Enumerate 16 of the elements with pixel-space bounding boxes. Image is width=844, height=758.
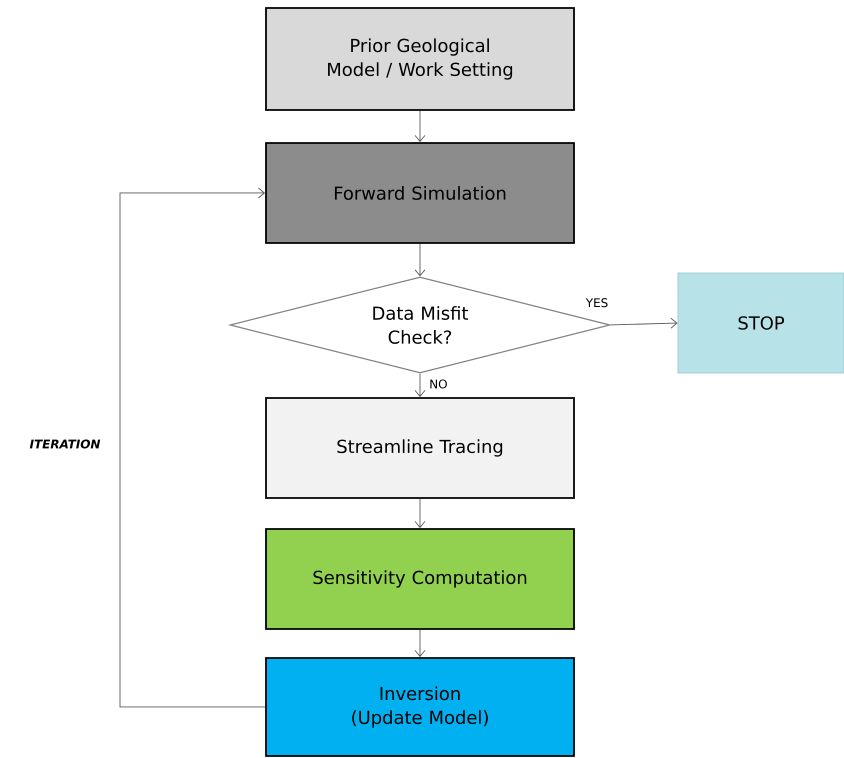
process-box: Streamline Tracing xyxy=(265,397,575,499)
process-box: Sensitivity Computation xyxy=(265,528,575,630)
arrow xyxy=(414,373,426,398)
arrow xyxy=(414,629,426,658)
process-box: Prior Geological Model / Work Setting xyxy=(265,7,575,111)
arrow xyxy=(414,110,426,142)
arrow xyxy=(414,243,426,276)
stop-box: STOP xyxy=(678,272,844,374)
arrow xyxy=(414,498,426,528)
process-box: Inversion (Update Model) xyxy=(265,657,575,757)
edge-label: ITERATION xyxy=(28,438,102,450)
edge-label: NO xyxy=(428,378,449,390)
process-box: Forward Simulation xyxy=(265,142,575,244)
edge-label: YES xyxy=(584,297,610,308)
arrow xyxy=(610,318,678,329)
loop-arrow xyxy=(120,188,266,708)
